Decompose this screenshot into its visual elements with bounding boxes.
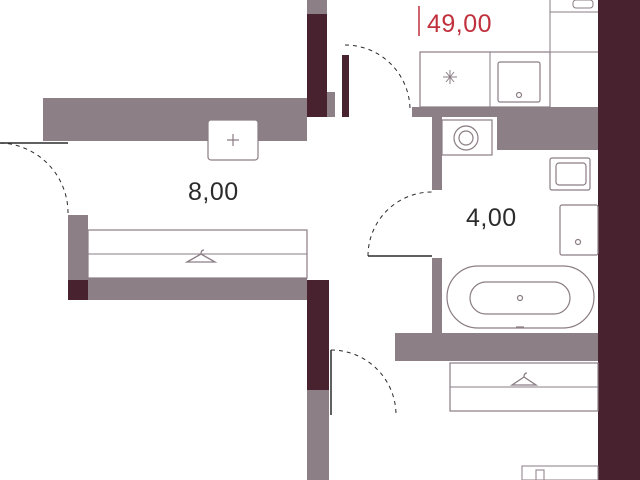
kitchen-counter bbox=[419, 51, 551, 108]
door-bath-swing bbox=[367, 191, 433, 257]
wall-top-left bbox=[307, 14, 327, 117]
hanger-icon bbox=[509, 372, 539, 386]
wall-top-left-upper bbox=[307, 0, 327, 14]
door-top-swing bbox=[344, 44, 411, 111]
sink-icon bbox=[559, 204, 599, 256]
wall-corner-dark bbox=[68, 280, 88, 300]
wall-bath-top bbox=[497, 117, 598, 150]
wall-room-left-bottom bbox=[68, 278, 307, 300]
bathtub-icon bbox=[446, 265, 595, 329]
cooktop-icon bbox=[443, 70, 457, 84]
door-bottom-swing bbox=[330, 349, 397, 416]
wall-bath-bottom bbox=[395, 333, 598, 361]
wall-middle-lower-grey bbox=[307, 390, 329, 480]
door-left-swing bbox=[0, 142, 69, 214]
wall-room-left-top bbox=[43, 98, 307, 141]
hanger-icon bbox=[184, 249, 218, 263]
wall-room-left-side bbox=[68, 215, 88, 300]
bathroom-area-label: 4,00 bbox=[466, 204, 517, 232]
wall-top-right-stub bbox=[327, 92, 335, 117]
sink-icon bbox=[497, 61, 541, 103]
wall-middle-lower bbox=[307, 280, 329, 390]
room-left-area-label: 8,00 bbox=[188, 178, 239, 206]
washing-machine-icon bbox=[441, 119, 493, 156]
wall-column-top bbox=[342, 55, 349, 117]
wall-kitchen-bottom bbox=[412, 107, 598, 117]
wall-bath-left-upper bbox=[432, 117, 442, 190]
exterior-wall-right bbox=[598, 0, 640, 480]
total-area-label: 49,00 bbox=[427, 10, 493, 38]
wall-bath-left-lower bbox=[432, 258, 442, 353]
fixture-bottom bbox=[521, 465, 599, 480]
toilet-icon bbox=[549, 157, 591, 191]
